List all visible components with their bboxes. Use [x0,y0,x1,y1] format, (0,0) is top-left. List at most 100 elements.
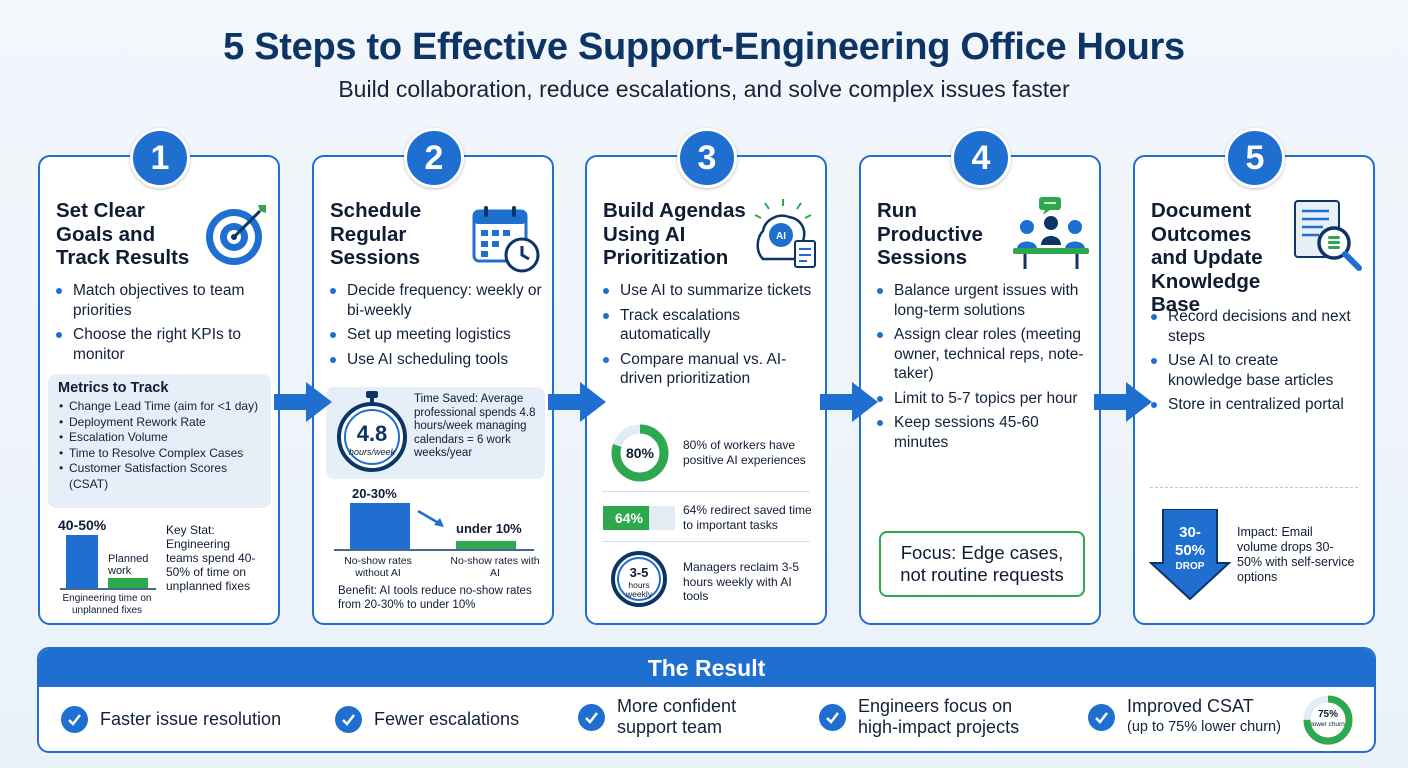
stat-axis-label: Engineering time on unplanned fixes [62,593,152,616]
result-item-label: Engineers focus on high-impact projects [858,696,1020,737]
result-item-label: More confident support team [617,696,737,737]
step-bullets: Decide frequency: weekly or bi-weekly Se… [330,281,542,374]
step-title: Document Outcomes and Update Knowledge B… [1151,199,1263,316]
bullet-item: Track escalations automatically [603,306,818,345]
check-icon [578,703,605,731]
arrow-right-icon [1094,382,1152,422]
step-number-5: 5 [1225,128,1285,188]
result-item: Fewer escalations [335,706,519,733]
stat2-text: 64% redirect saved time to important tas… [683,503,812,532]
step-number-2: 2 [404,128,464,188]
step-bullets: Match objectives to team priorities Choo… [56,281,271,369]
step-number-4: 4 [951,128,1011,188]
bullet-item: Keep sessions 45-60 minutes [877,413,1095,452]
check-icon [61,706,88,733]
result-item-label: Improved CSAT [1127,696,1254,716]
step-title: Schedule Regular Sessions [330,199,422,269]
step-card-1: Set Clear Goals and Track Results Match … [38,155,280,625]
step-title: Build Agendas Using AI Prioritization [603,199,746,269]
check-icon [1088,703,1115,731]
arrow-right-icon [820,382,878,422]
bullet-item: Set up meeting logistics [330,325,542,345]
bullet-item: Store in centralized portal [1151,395,1351,415]
time-saved-text: Time Saved: Average professional spends … [414,393,536,459]
redirect-time-bar [603,506,675,530]
impact-text: Impact: Email volume drops 30-50% with s… [1237,525,1355,584]
no-show-chart [334,503,534,551]
focus-box: Focus: Edge cases, not routine requests [879,531,1085,597]
result-item: Improved CSAT (up to 75% lower churn) [1088,696,1281,738]
bullet-item: Assign clear roles (meeting owner, techn… [877,325,1095,384]
stat3-text: Managers reclaim 3-5 hours weekly with A… [683,560,800,603]
divider [602,541,810,542]
step-number-3: 3 [677,128,737,188]
stat1-text: 80% of workers have positive AI experien… [683,438,806,467]
unplanned-bar [66,535,98,588]
arrow-right-icon [274,382,332,422]
team-meeting-icon [1013,197,1089,269]
step-bullets: Use AI to summarize tickets Track escala… [603,281,818,394]
divider [602,491,810,492]
planned-label: Planned work [108,553,149,577]
no-show-low-label: under 10% [456,521,522,536]
drop-value: 30-50% [1174,524,1206,559]
stat3-unit: hours weekly [626,580,652,599]
result-item: More confident support team [578,696,757,738]
bullet-item: Choose the right KPIs to monitor [56,325,271,364]
step-bullets: Balance urgent issues with long-term sol… [877,281,1095,457]
planned-bar [108,578,148,588]
result-panel: The Result Faster issue resolution Fewer… [37,647,1376,753]
bullet-item: Use AI to summarize tickets [603,281,818,301]
metrics-title: Metrics to Track [58,380,169,396]
arrow-right-icon [548,382,606,422]
bullet-item: Limit to 5-7 topics per hour [877,389,1095,409]
metrics-box: Metrics to Track •Change Lead Time (aim … [48,374,271,508]
benefit-text: Benefit: AI tools reduce no-show rates f… [338,585,532,611]
drop-arrow-icon [1149,509,1231,601]
stat-value: 40-50% [58,517,107,533]
clock-icon [611,551,667,607]
gauge-value: 75% [1317,709,1338,720]
bullet-item: Decide frequency: weekly or bi-weekly [330,281,542,320]
svg-text:AI: AI [776,231,786,242]
bullet-item: Use AI to create knowledge base articles [1151,351,1351,390]
drop-word: DROP [1175,561,1205,572]
stat1-value: 80% [625,445,655,461]
step-card-5: Document Outcomes and Update Knowledge B… [1133,155,1375,625]
ai-brain-icon: AI [754,199,816,268]
metric-item: •Change Lead Time (aim for <1 day) [59,399,259,413]
bullet-item: Compare manual vs. AI-driven prioritizat… [603,350,818,389]
metrics-list: •Change Lead Time (aim for <1 day) •Depl… [58,399,261,492]
no-show-bar-with-ai [456,540,516,549]
page-subtitle: Build collaboration, reduce escalations,… [338,76,1070,102]
result-item: Engineers focus on high-impact projects [819,696,1048,738]
timer-value: 4.8 [356,421,388,446]
no-show-high-caption: No-show rates without AI [344,555,412,579]
calendar-clock-icon [472,206,540,273]
no-show-bar-without-ai [350,503,410,549]
page-title: 5 Steps to Effective Support-Engineering… [223,26,1185,68]
timer-unit: hours/week [348,447,396,457]
step-bullets: Record decisions and next steps Use AI t… [1151,307,1351,420]
positive-ai-donut [611,424,669,482]
metric-item: •Customer Satisfaction Scores (CSAT) [59,461,228,491]
result-title: The Result [39,649,1374,687]
key-stat-text: Key Stat: Engineering teams spend 40-50%… [166,523,256,593]
stat3-value: 3-5 [629,565,649,580]
result-item-label: Faster issue resolution [100,709,282,729]
result-item-label: Fewer escalations [374,709,520,729]
document-search-icon [1294,200,1362,271]
step-card-3: Build Agendas Using AI Prioritization AI… [585,155,827,625]
result-item-text: Improved CSAT (up to 75% lower churn) [1127,696,1281,738]
metric-item: •Escalation Volume [59,430,168,444]
divider [1150,487,1358,488]
bullet-item: Balance urgent issues with long-term sol… [877,281,1095,320]
bullet-item: Record decisions and next steps [1151,307,1351,346]
result-item-sub: (up to 75% lower churn) [1127,719,1281,735]
step-card-2: Schedule Regular Sessions Decide frequen… [312,155,554,625]
churn-gauge-arc [1303,695,1353,745]
unplanned-work-chart [60,535,156,590]
churn-gauge [1303,695,1353,745]
stat2-value: 64% [614,510,644,526]
check-icon [819,703,846,731]
